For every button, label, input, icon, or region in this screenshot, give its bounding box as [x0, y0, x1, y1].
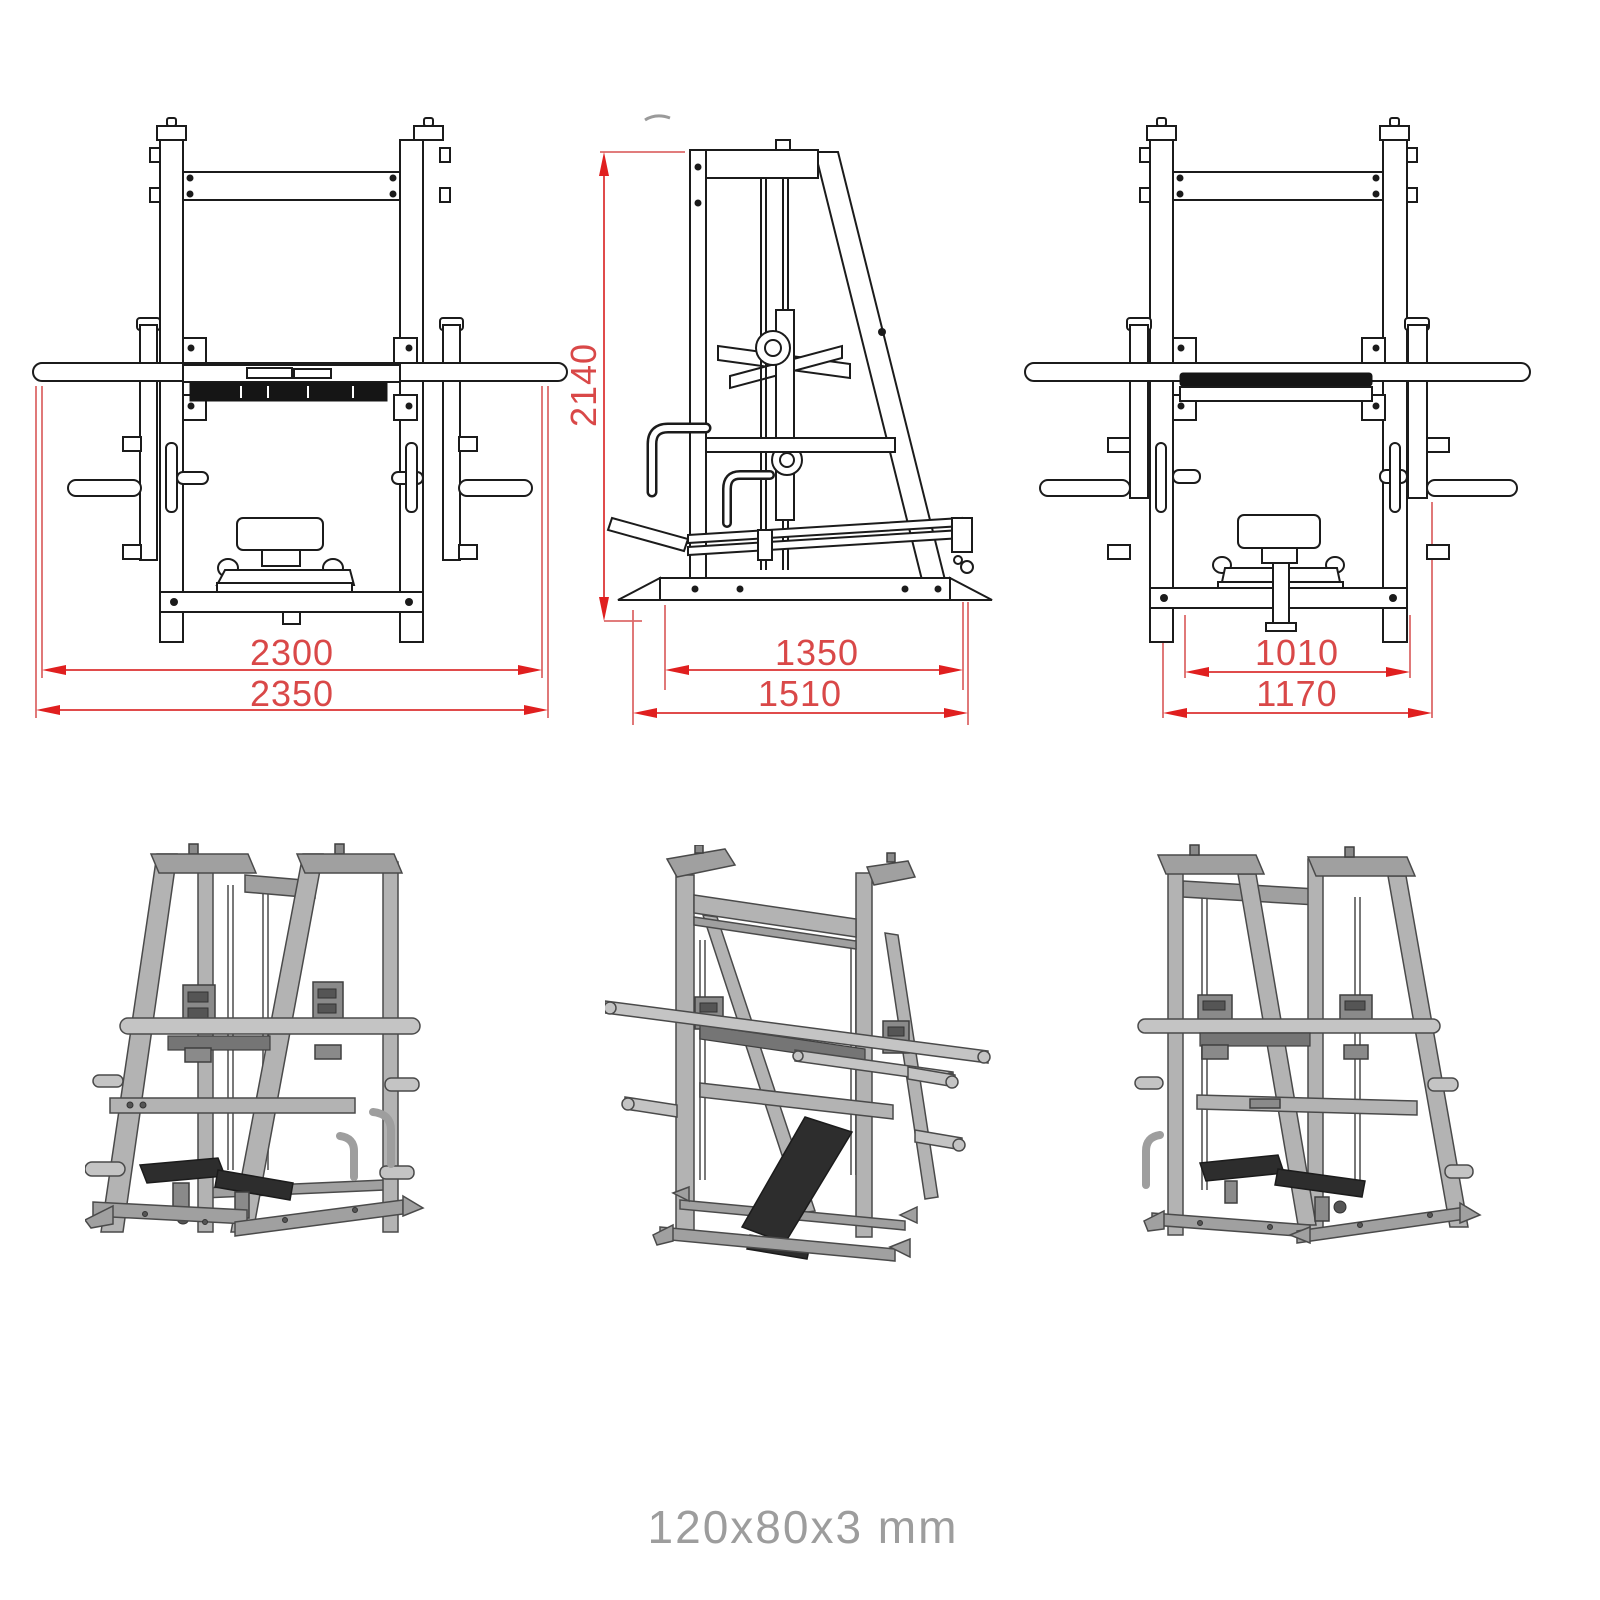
dim-label-side-inner-depth: 1350 [774, 632, 860, 673]
dim-label-front-inner-width: 2300 [249, 632, 335, 673]
dim-label-height: 2140 [563, 342, 604, 428]
side-elevation-view [590, 110, 1000, 750]
tube-profile-caption: 120x80x3 mm [647, 1501, 959, 1553]
iso-view-front [605, 845, 1005, 1265]
dim-label-front-overall-width: 2350 [249, 673, 335, 714]
dim-label-rear-inner-width: 1010 [1254, 632, 1340, 673]
rear-elevation-view [1000, 110, 1580, 750]
iso-view-front-render [605, 845, 991, 1262]
dim-label-rear-overall-width: 1170 [1256, 673, 1338, 714]
front-elevation-drawing [32, 117, 568, 718]
rear-elevation-drawing [1024, 117, 1531, 718]
iso-view-left-render [85, 843, 425, 1237]
iso-view-left [85, 840, 475, 1240]
front-elevation-view [30, 110, 570, 750]
dim-label-side-overall-depth: 1510 [757, 673, 843, 714]
side-elevation-drawing [599, 114, 993, 725]
iso-view-right-render [1134, 844, 1482, 1245]
iso-view-right [1130, 835, 1490, 1245]
